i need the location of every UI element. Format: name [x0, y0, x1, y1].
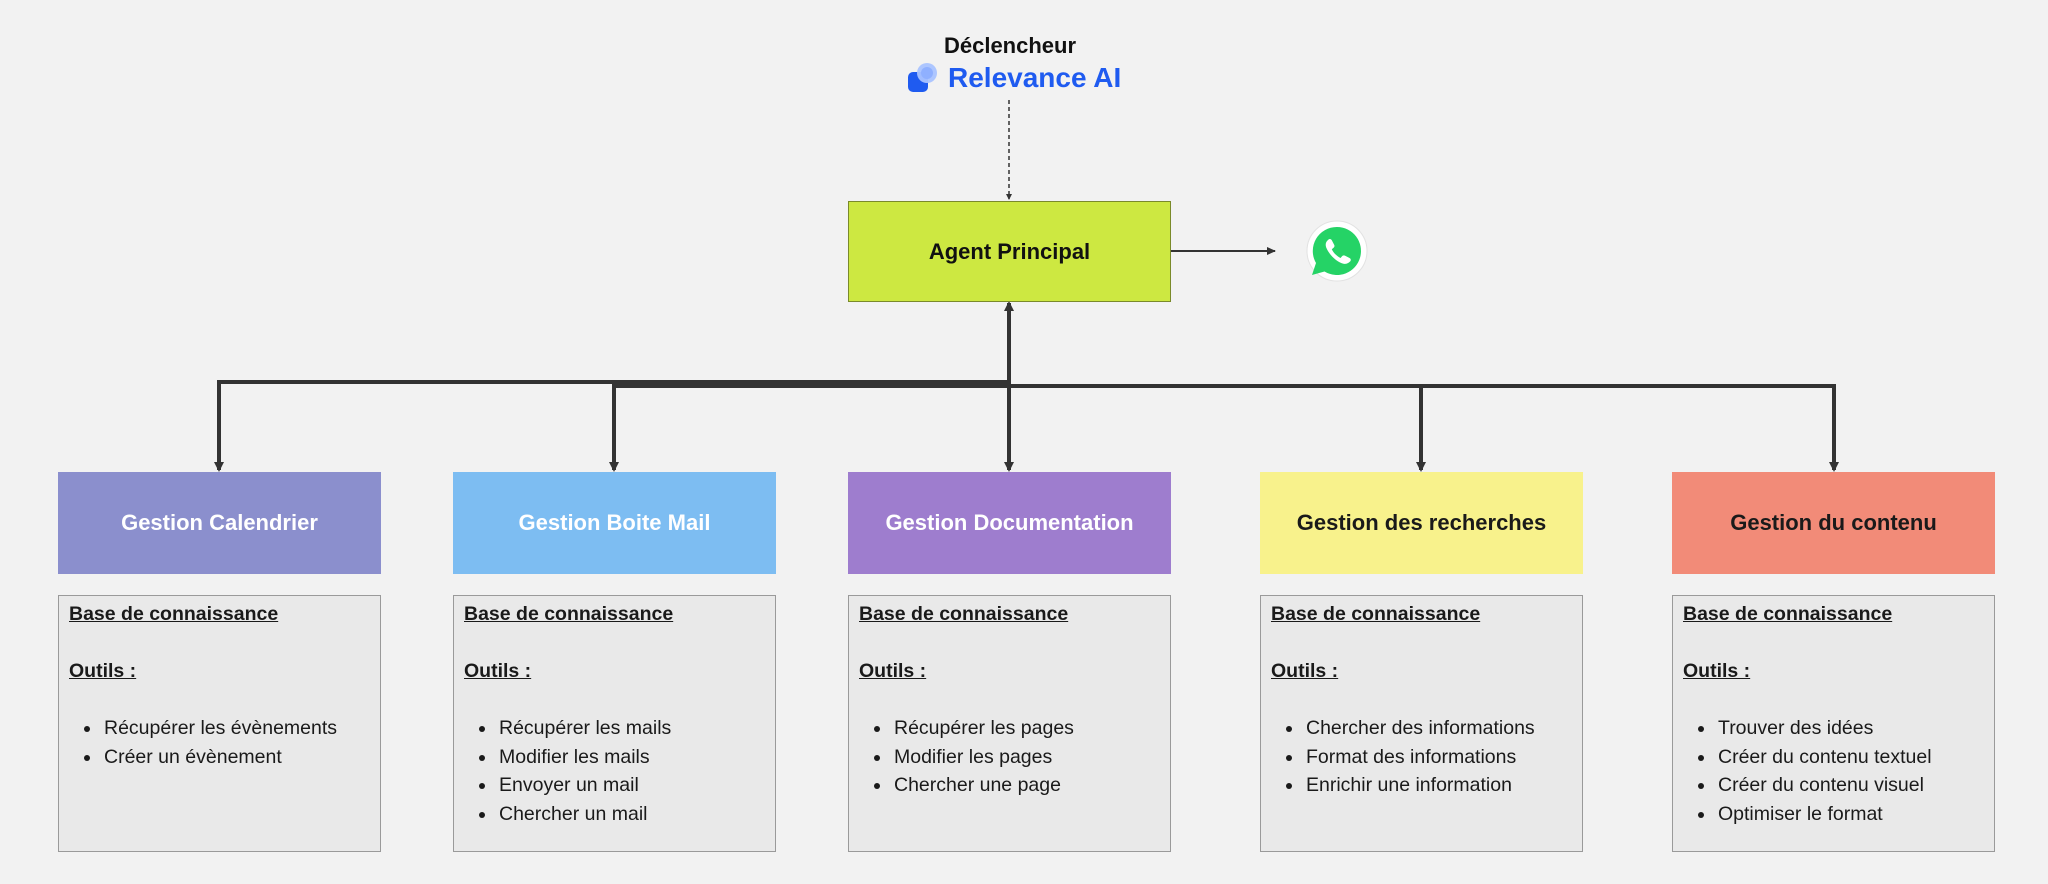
tool-item: Récupérer les évènements: [102, 714, 370, 743]
tool-item: Récupérer les mails: [497, 714, 765, 743]
tools-list: Chercher des informations Format des inf…: [1271, 714, 1572, 800]
tools-list: Récupérer les pages Modifier les pages C…: [859, 714, 1160, 800]
tool-item: Optimiser le format: [1716, 800, 1984, 829]
knowledge-base-label: Base de connaissance: [1683, 603, 1893, 625]
detail-documentation: Base de connaissance Outils : Récupérer …: [848, 595, 1171, 852]
tool-item: Modifier les mails: [497, 743, 765, 772]
manager-calendrier-label: Gestion Calendrier: [121, 510, 318, 535]
tool-item: Format des informations: [1304, 743, 1572, 772]
manager-calendrier: Gestion Calendrier: [58, 472, 381, 574]
manager-contenu: Gestion du contenu: [1672, 472, 1995, 574]
tools-list: Récupérer les mails Modifier les mails E…: [464, 714, 765, 828]
detail-boite-mail: Base de connaissance Outils : Récupérer …: [453, 595, 776, 852]
manager-documentation: Gestion Documentation: [848, 472, 1171, 574]
manager-contenu-label: Gestion du contenu: [1730, 510, 1937, 535]
tools-label: Outils :: [69, 660, 137, 682]
manager-boite-mail: Gestion Boite Mail: [453, 472, 776, 574]
relevance-ai-logo-icon: [908, 63, 937, 92]
whatsapp-icon: [1302, 218, 1372, 293]
contenu-connector: [1421, 384, 1839, 472]
detail-contenu: Base de connaissance Outils : Trouver de…: [1672, 595, 1995, 852]
trigger-label: Déclencheur: [943, 33, 1077, 58]
tool-item: Chercher un mail: [497, 800, 765, 829]
manager-recherches-label: Gestion des recherches: [1296, 510, 1547, 535]
tool-item: Créer du contenu textuel: [1716, 743, 1984, 772]
relevance-ai-brand: Relevance AI: [906, 58, 1121, 98]
tool-item: Chercher une page: [892, 771, 1160, 800]
tools-list: Trouver des idées Créer du contenu textu…: [1683, 714, 1984, 828]
tool-item: Créer un évènement: [102, 743, 370, 772]
tool-item: Chercher des informations: [1304, 714, 1572, 743]
tools-label: Outils :: [1271, 660, 1339, 682]
tool-item: Enrichir une information: [1304, 771, 1572, 800]
manager-boite-mail-label: Gestion Boite Mail: [518, 510, 711, 535]
boite-mail-connector: [609, 384, 1009, 472]
calendrier-connector: [214, 380, 1009, 472]
tool-item: Envoyer un mail: [497, 771, 765, 800]
tools-list: Récupérer les évènements Créer un évènem…: [69, 714, 370, 771]
recherches-connector: [1009, 384, 1426, 472]
agent-principal-label: Agent Principal: [928, 238, 1091, 264]
detail-calendrier: Base de connaissance Outils : Récupérer …: [58, 595, 381, 852]
brand-name: Relevance AI: [948, 62, 1122, 93]
tool-item: Trouver des idées: [1716, 714, 1984, 743]
tool-item: Modifier les pages: [892, 743, 1160, 772]
tool-item: Récupérer les pages: [892, 714, 1160, 743]
detail-recherches: Base de connaissance Outils : Chercher d…: [1260, 595, 1583, 852]
knowledge-base-label: Base de connaissance: [69, 603, 279, 625]
agent-principal-box: Agent Principal: [848, 201, 1171, 302]
knowledge-base-label: Base de connaissance: [859, 603, 1069, 625]
tools-label: Outils :: [859, 660, 927, 682]
tool-item: Créer du contenu visuel: [1716, 771, 1984, 800]
tools-label: Outils :: [464, 660, 532, 682]
knowledge-base-label: Base de connaissance: [1271, 603, 1481, 625]
knowledge-base-label: Base de connaissance: [464, 603, 674, 625]
manager-recherches: Gestion des recherches: [1260, 472, 1583, 574]
manager-documentation-label: Gestion Documentation: [885, 510, 1134, 535]
tools-label: Outils :: [1683, 660, 1751, 682]
